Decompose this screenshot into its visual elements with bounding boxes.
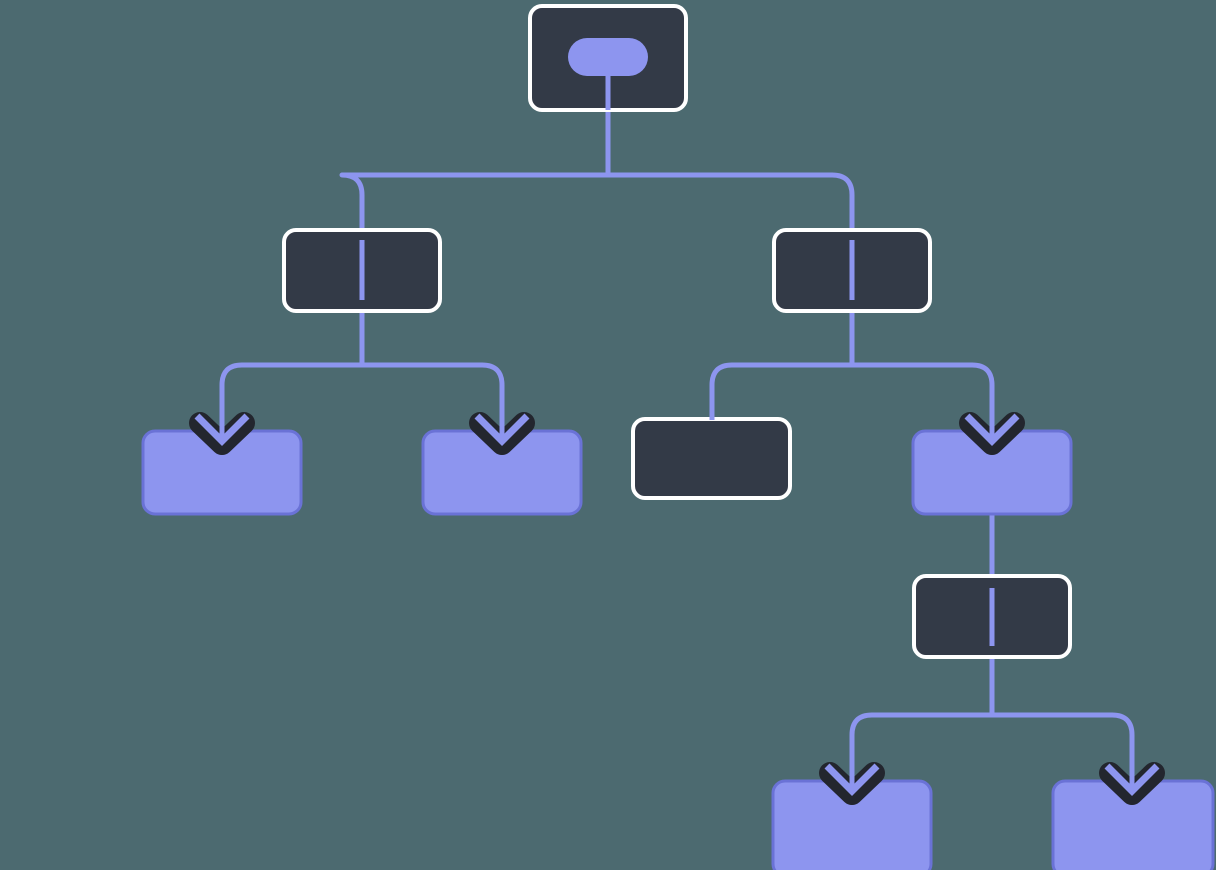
edge-bus-4-leaf-d [992, 712, 1135, 795]
edge-bus-3-purple [852, 362, 995, 445]
arrowhead-leaf-d [1099, 750, 1165, 805]
arrowhead-layer [189, 400, 1165, 805]
root-pill-badge[interactable] [568, 38, 648, 76]
edge-bus-1-right [608, 172, 855, 313]
edge-bus-3-dark [709, 362, 852, 420]
node-right-child-dark[interactable] [631, 417, 792, 500]
node-layer-purple [141, 429, 1215, 870]
arrowhead-leaf-c [819, 750, 885, 805]
arrowhead-leaf-a [189, 400, 255, 455]
edge-bus-2-leaf-a [219, 362, 362, 445]
edge-bus-4-leaf-c [849, 712, 992, 795]
arrowhead-right-child-purple [959, 400, 1025, 455]
edge-bus-2-leaf-b [362, 362, 505, 445]
edge-bus-1-left [339, 172, 608, 313]
edge-layer-over [219, 57, 1135, 795]
arrowhead-leaf-b [469, 400, 535, 455]
